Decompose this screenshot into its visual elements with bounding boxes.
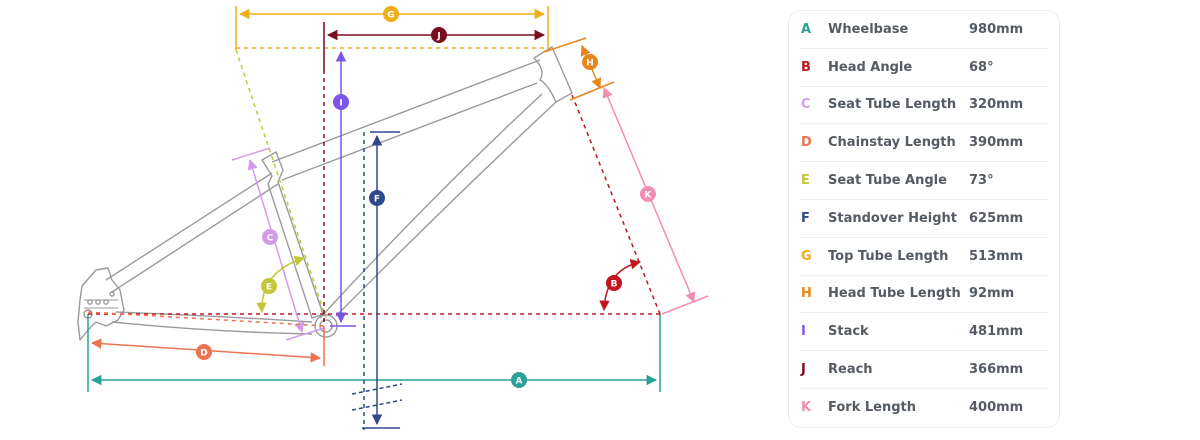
geometry-row: C Seat Tube Length 320mm [799,87,1049,125]
bike-frame [77,46,573,341]
badge-k: K [645,191,653,201]
dimension-g: G [235,6,549,50]
geometry-row-label: Reach [828,362,873,378]
geometry-row-label: Fork Length [828,400,916,416]
badge-g: G [387,11,394,21]
badge-d: D [200,349,207,359]
geometry-row: B Head Angle 68° [799,49,1049,87]
geometry-row: F Standover Height 625mm [799,200,1049,238]
badge-b: B [611,280,618,290]
frame-seat-stay [105,172,279,293]
geometry-row-value: 390mm [969,135,1024,151]
geometry-row-label: Stack [828,324,869,340]
frame-head-tube [533,46,573,103]
bike-geometry-diagram: A B C D E F [77,6,709,430]
badge-h: H [586,59,594,69]
geometry-row-letter: G [801,248,812,264]
geometry-row-value: 625mm [969,210,1024,226]
geometry-row-label: Chainstay Length [828,135,956,151]
geometry-row-letter: I [801,324,806,340]
geometry-row-label: Head Angle [828,59,913,75]
geometry-row: D Chainstay Length 390mm [799,124,1049,163]
geometry-row-letter: J [801,362,806,378]
geometry-row-value: 320mm [969,97,1024,113]
geometry-row: I Stack 481mm [799,313,1049,352]
geometry-row-value: 980mm [969,21,1024,37]
dimension-e: E [235,49,327,319]
geometry-row-letter: C [801,97,811,113]
geometry-row-letter: A [801,21,812,37]
geometry-row: A Wheelbase 980mm [799,11,1049,49]
geometry-row-value: 73° [969,173,994,189]
geometry-row: J Reach 366mm [799,351,1049,389]
geometry-row-label: Standover Height [828,210,957,226]
geometry-row-label: Head Tube Length [828,286,961,302]
geometry-row-label: Wheelbase [828,21,909,37]
geometry-row-letter: F [801,210,810,226]
geometry-row-letter: K [801,400,812,416]
geometry-row-label: Top Tube Length [828,248,949,264]
dimension-f: F [351,131,403,430]
geometry-row: H Head Tube Length 92mm [799,276,1049,314]
geometry-row-value: 513mm [969,248,1024,264]
frame-down-tube [319,93,557,319]
geometry-row: E Seat Tube Angle 73° [799,162,1049,200]
badge-j: J [436,32,440,42]
geometry-row-letter: E [801,173,810,189]
badge-f: F [374,195,380,205]
geometry-row: K Fork Length 400mm [799,389,1049,427]
geometry-row-label: Seat Tube Length [828,97,957,113]
geometry-row-value: 481mm [969,324,1024,340]
dimension-k: K [602,87,709,315]
dimension-j: J [323,22,546,322]
badge-c: C [267,234,274,244]
badge-a: A [516,377,523,387]
dimension-a: A [87,314,661,392]
geometry-row-value: 400mm [969,400,1024,416]
geometry-row-value: 92mm [969,286,1015,302]
frame-rear-dropout [77,267,125,341]
badge-i: I [339,99,342,109]
dimension-d: D [87,311,326,366]
geometry-row: G Top Tube Length 513mm [799,238,1049,276]
geometry-row-value: 68° [969,59,994,75]
geometry-row-letter: B [801,59,811,75]
frame-top-tube [271,59,541,181]
geometry-row-value: 366mm [969,362,1024,378]
dimension-h: H [543,37,615,101]
badge-e: E [266,283,272,293]
geometry-row-label: Seat Tube Angle [828,173,947,189]
geometry-row-letter: H [801,286,812,302]
dimension-i: I [330,50,356,327]
geometry-row-letter: D [801,135,812,151]
